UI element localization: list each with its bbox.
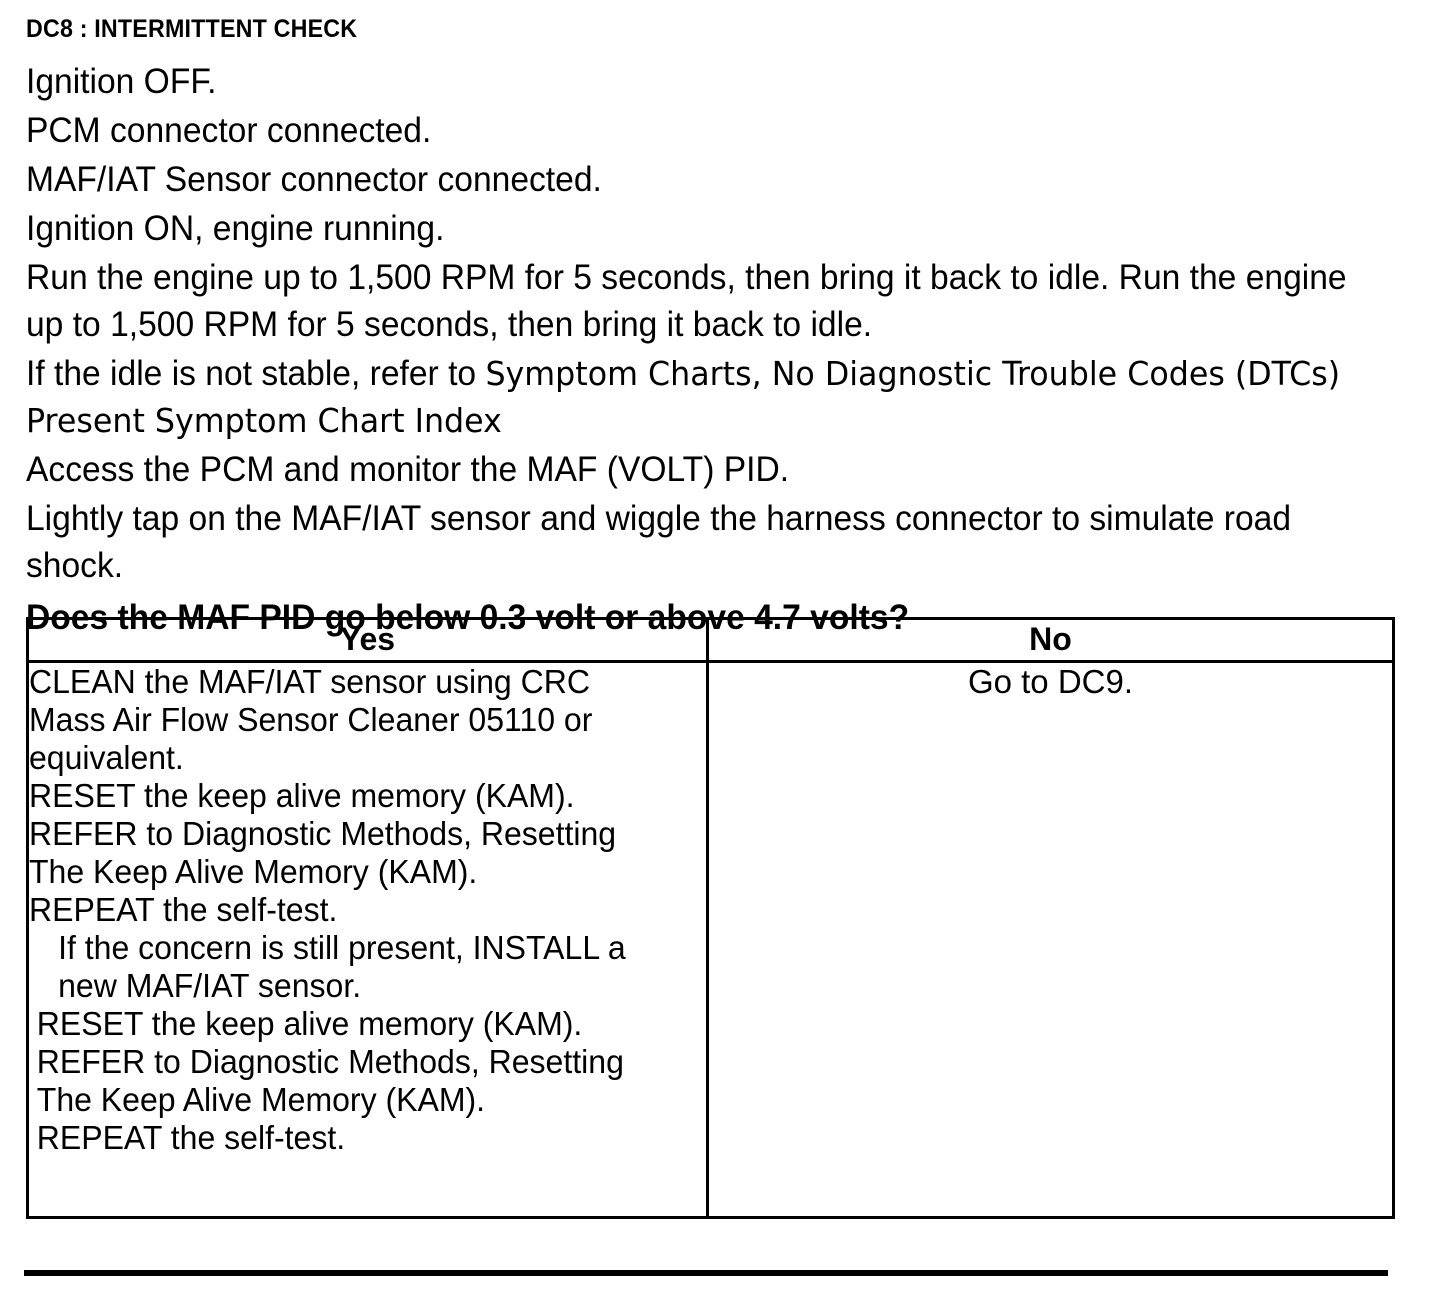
procedure-step: Access the PCM and monitor the MAF (VOLT…: [26, 450, 790, 489]
action-line: If the concern is still present, INSTALL…: [58, 929, 626, 966]
action-line: REPEAT the self-test.: [36, 1119, 346, 1156]
procedure-step: PCM connector connected.: [26, 111, 432, 150]
procedure-step: Lightly tap on the MAF/IAT sensor and wi…: [26, 499, 1292, 585]
action-line: RESET the keep alive memory (KAM).: [36, 1005, 583, 1042]
column-header-no: No: [706, 617, 1395, 663]
bottom-divider-rule: [24, 1270, 1388, 1276]
cell-no-action: Go to DC9.: [706, 660, 1395, 1219]
action-line: REPEAT the self-test.: [29, 891, 338, 928]
action-line: The Keep Alive Memory (KAM).: [29, 853, 478, 890]
action-line: The Keep Alive Memory (KAM).: [36, 1081, 486, 1118]
procedure-step: Ignition OFF.: [26, 62, 217, 101]
column-header-yes: Yes: [26, 617, 709, 663]
procedure-step-reference: If the idle is not stable, refer to Symp…: [26, 350, 1389, 444]
page-title: DC8 : INTERMITTENT CHECK: [26, 15, 358, 43]
action-line: RESET the keep alive memory (KAM).: [29, 777, 575, 814]
action-line: new MAF/IAT sensor.: [58, 967, 362, 1004]
procedure-step-list: Ignition OFF. PCM connector connected. M…: [26, 58, 1388, 643]
decision-table: Yes No CLEAN the MAF/IAT sensor using CR…: [26, 617, 1395, 1219]
action-line: equivalent.: [29, 739, 184, 776]
action-line: Mass Air Flow Sensor Cleaner 05110 or: [29, 701, 593, 738]
action-line: CLEAN the MAF/IAT sensor using CRC: [29, 663, 590, 700]
table-header-row: Yes No: [26, 617, 1395, 663]
cell-yes-actions: CLEAN the MAF/IAT sensor using CRC Mass …: [26, 660, 709, 1219]
table-row: CLEAN the MAF/IAT sensor using CRC Mass …: [26, 660, 1395, 1219]
action-line: REFER to Diagnostic Methods, Resetting: [29, 815, 617, 852]
procedure-step: Run the engine up to 1,500 RPM for 5 sec…: [26, 258, 1347, 344]
procedure-step: MAF/IAT Sensor connector connected.: [26, 160, 602, 199]
action-line: REFER to Diagnostic Methods, Resetting: [36, 1043, 624, 1080]
step-reference-target: Symptom Charts, No Diagnostic Trouble Co…: [26, 354, 1341, 440]
procedure-step: Ignition ON, engine running.: [26, 209, 445, 248]
no-action-text: Go to DC9.: [967, 663, 1134, 700]
step-reference-lead: If the idle is not stable, refer to: [26, 354, 486, 393]
